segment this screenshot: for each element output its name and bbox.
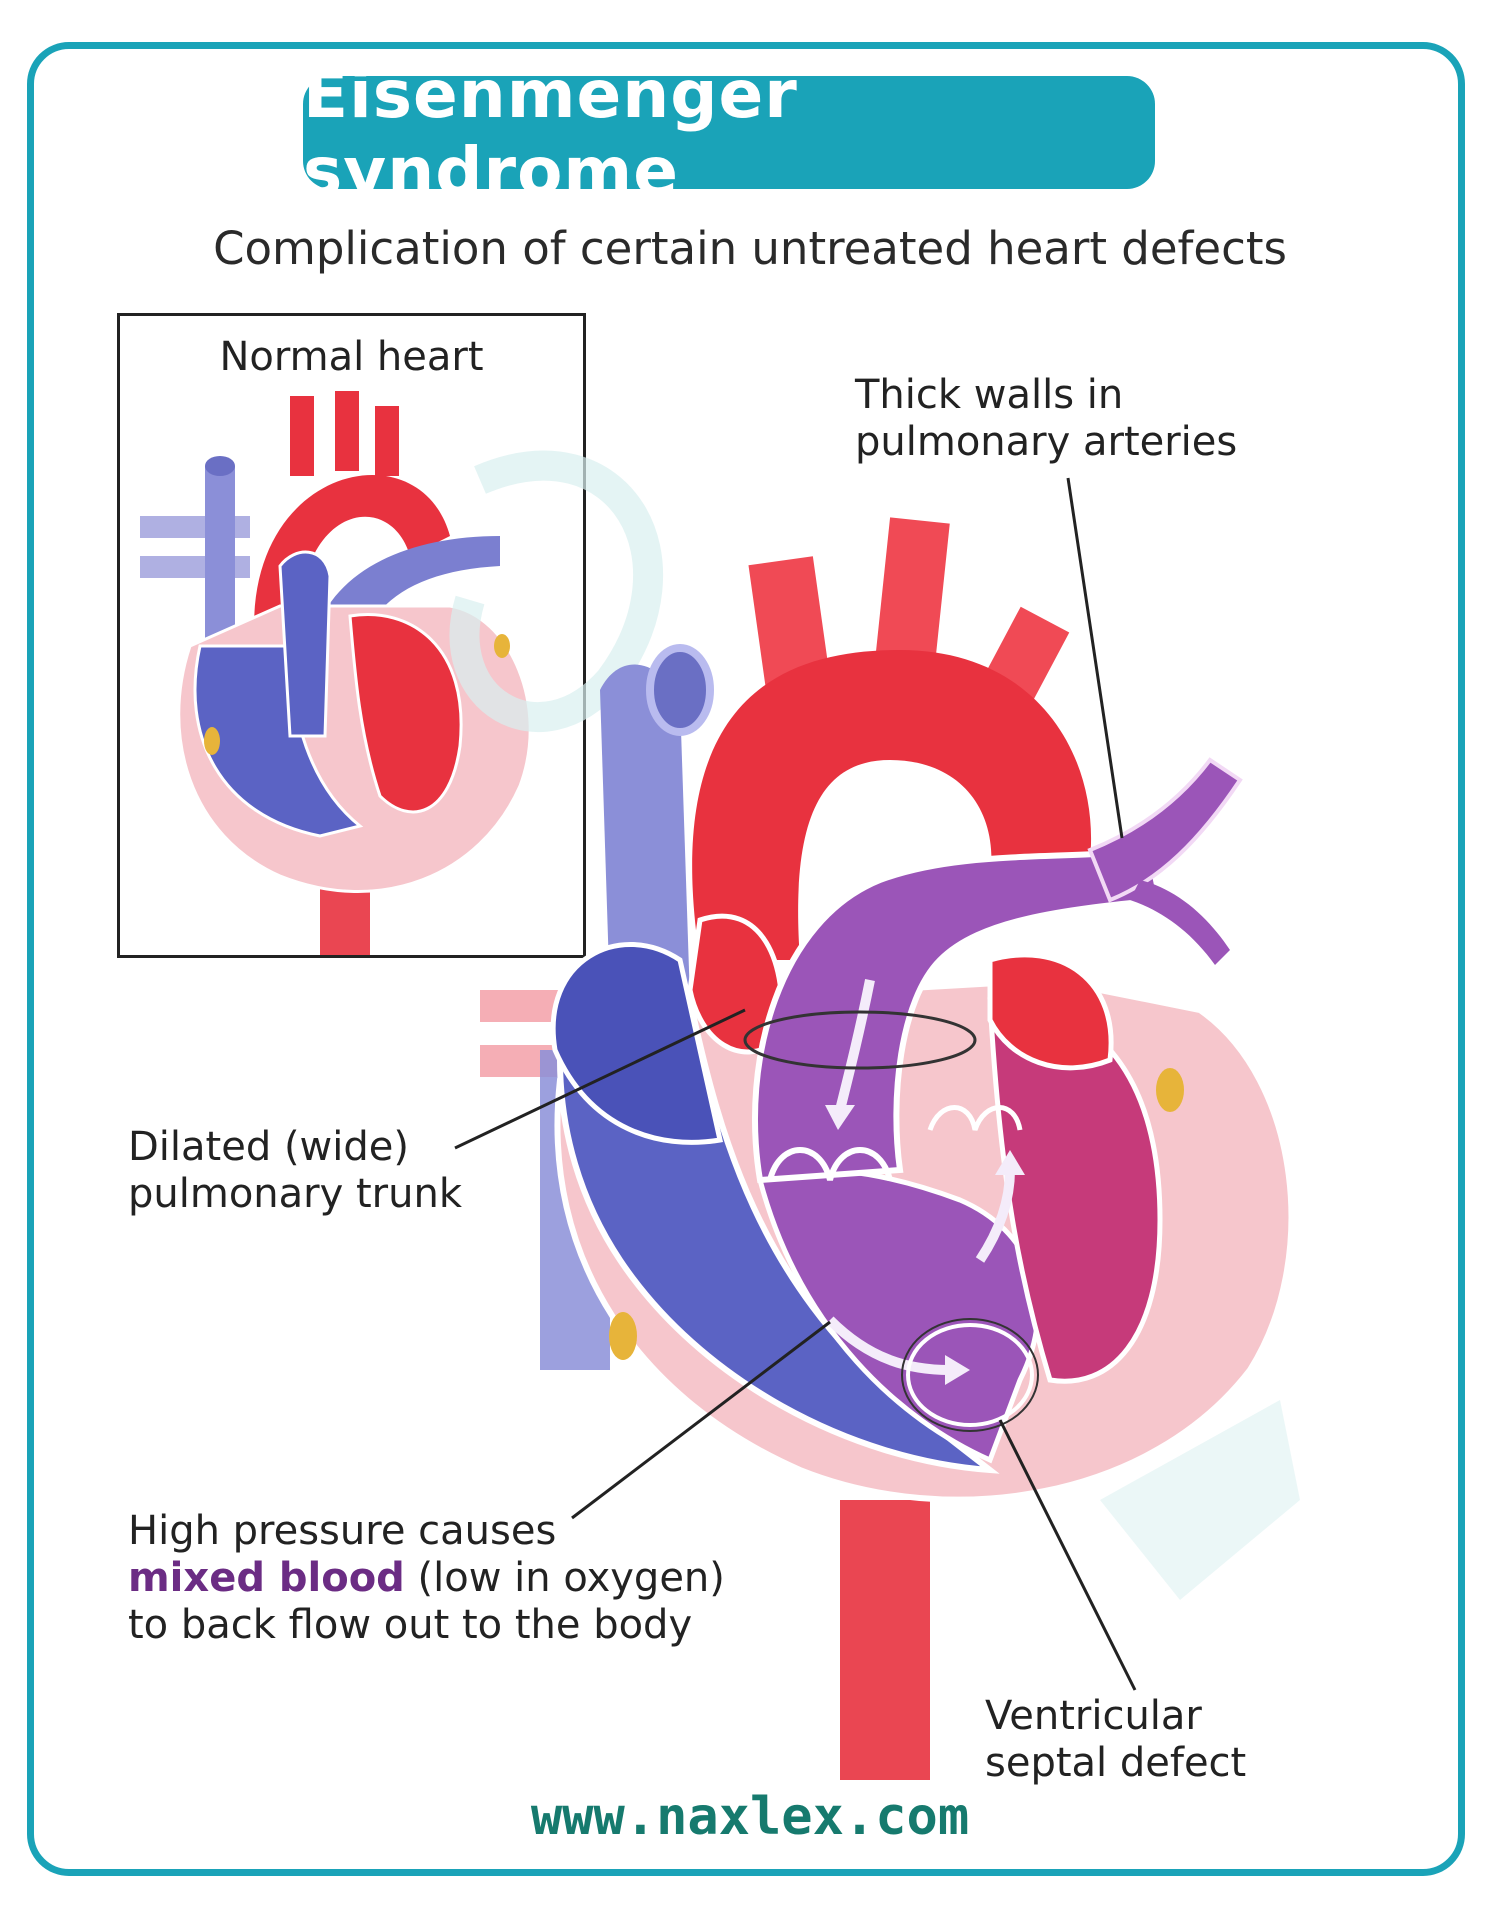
- label-high-pressure: High pressure causes mixed blood (low in…: [128, 1508, 725, 1649]
- label-thick-walls-line1: Thick walls in: [855, 372, 1124, 418]
- label-vsd: Ventricular septal defect: [985, 1693, 1246, 1787]
- normal-heart-illustration: [140, 391, 532, 955]
- label-vsd-line2: septal defect: [985, 1740, 1247, 1786]
- normal-heart-inset: Normal heart: [117, 313, 586, 958]
- label-vsd-line1: Ventricular: [985, 1693, 1202, 1739]
- title-banner: Eisenmenger syndrome: [303, 56, 1155, 210]
- page-title: Eisenmenger syndrome: [303, 55, 798, 210]
- footer-website-link[interactable]: www.naxlex.com: [530, 1787, 970, 1847]
- mixed-blood-highlight: mixed blood: [128, 1555, 405, 1601]
- page-subtitle: Complication of certain untreated heart …: [213, 222, 1287, 275]
- label-dilated-trunk: Dilated (wide) pulmonary trunk: [128, 1124, 462, 1218]
- inset-title: Normal heart: [219, 334, 484, 380]
- label-dilated-trunk-line1: Dilated (wide): [128, 1124, 409, 1170]
- label-high-pressure-line2-rest: (low in oxygen): [404, 1555, 725, 1601]
- label-dilated-trunk-line2: pulmonary trunk: [128, 1171, 462, 1217]
- label-high-pressure-line3: to back flow out to the body: [128, 1602, 693, 1648]
- label-high-pressure-line1: High pressure causes: [128, 1508, 557, 1554]
- label-thick-walls-line2: pulmonary arteries: [855, 419, 1238, 465]
- label-high-pressure-line2: mixed blood (low in oxygen): [128, 1555, 725, 1602]
- label-thick-walls: Thick walls in pulmonary arteries: [855, 372, 1237, 466]
